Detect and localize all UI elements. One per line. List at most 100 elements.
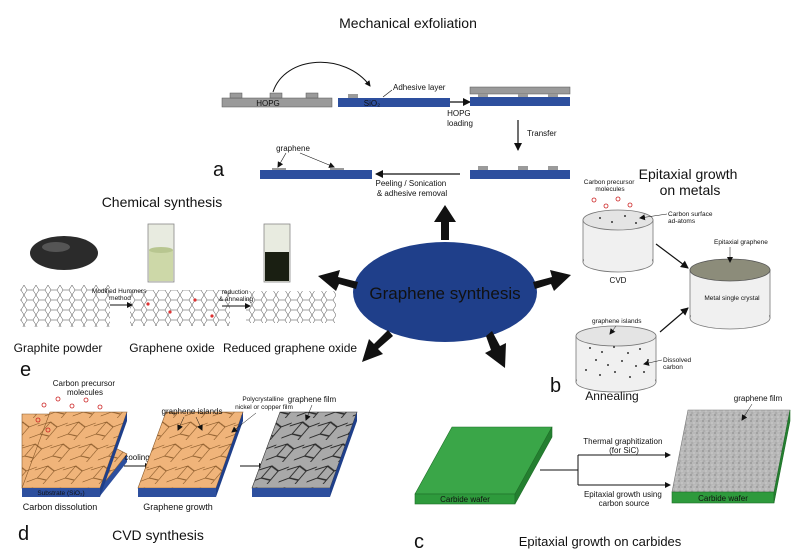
substrate-label: Substrate (SiO₂) [37, 490, 84, 497]
panel-letter-b: b [550, 375, 561, 397]
cvd-precursor-label: Carbon precursor molecules [53, 379, 117, 397]
metals-title: Epitaxial growth on metals [639, 166, 742, 198]
graphene-label: graphene [276, 144, 310, 153]
slab3-substrate-side [330, 412, 357, 497]
oxide-group [210, 314, 214, 318]
cvd-islands-pointer [195, 416, 203, 431]
annealing-cylinder-mask [577, 370, 655, 382]
precursor-molecule [615, 196, 621, 202]
chemical-title: Chemical synthesis [102, 194, 223, 210]
branch-arrows [318, 205, 571, 368]
annealing-label: Annealing [585, 389, 638, 403]
carbide-wafer-label-right: Carbide wafer [698, 494, 748, 503]
carbides-title: Epitaxial growth on carbides [519, 534, 682, 549]
arrow-to-metals [533, 270, 571, 291]
cvd-precursor-molecules [35, 396, 103, 433]
graphite-powder-pile [30, 236, 98, 270]
graphene-oxide-lattice [130, 290, 230, 326]
cvd-islands-pointer [177, 416, 185, 431]
reduction-label: reduction & annealing [219, 289, 254, 303]
hopg-label: HOPG [256, 99, 280, 108]
annealing-islands-label: graphene islands [592, 318, 642, 325]
carbide-wafer-top [414, 426, 553, 495]
cvd-film-pointer [305, 404, 313, 421]
transfer-label: Transfer [527, 129, 557, 138]
thermal-label: Thermal graphitization (for SiC) [583, 437, 664, 455]
carbide-film-pointer [741, 403, 753, 421]
cvd-section: Substrate (SiO₂) Carbon precursor molecu… [18, 379, 358, 545]
final-graphene-flake [330, 168, 344, 170]
surface-adatom [611, 221, 613, 223]
annealing-cylinder-top [575, 325, 657, 347]
final-graphene-flake [272, 168, 286, 170]
panel-letter-a: a [213, 159, 225, 181]
arrow-to-chemical [318, 270, 358, 291]
panel-letter-d: d [18, 523, 29, 545]
graphene-oxide-label: Graphene oxide [129, 341, 215, 355]
loaded-sio2-bar [470, 97, 570, 106]
cvd-title: CVD synthesis [112, 527, 204, 543]
hopg-bump [305, 92, 319, 99]
graphene-growth-label: Graphene growth [143, 502, 213, 512]
panel-letter-c: c [414, 531, 424, 553]
oxide-group [146, 302, 150, 306]
graphene-oxide-meniscus [149, 247, 173, 253]
carbides-section: Carbide wafer Thermal graphitization (fo… [414, 394, 791, 553]
polycrystalline-label: Polycrystalline nickel or copper film [235, 396, 293, 411]
center-ellipse [353, 242, 537, 342]
oxide-group [168, 310, 172, 314]
metal-crystal-top [689, 258, 771, 282]
sio2-bump [348, 94, 358, 98]
precursor-molecule [591, 197, 597, 203]
slab3-substrate [252, 488, 330, 497]
arrow-to-cvd [362, 330, 393, 362]
cvd-islands-label: graphene islands [162, 407, 223, 416]
slab3-top [251, 411, 358, 489]
slab2-substrate [138, 488, 216, 497]
hopg-bump [229, 92, 243, 99]
final-sio2-bar [260, 170, 372, 179]
chemical-section: Chemical synthesis Modified Hummers meth… [14, 194, 358, 381]
exfoliation-section: Mechanical exfoliation HOPG SiO₂ Adhesiv… [213, 15, 571, 198]
center-node: Graphene synthesis [353, 242, 537, 342]
surface-adatom [599, 217, 601, 219]
metals-precursor-label: Carbon precursor molecules [584, 179, 636, 193]
graphene-pointer [299, 152, 335, 168]
transferred-bump [478, 166, 488, 170]
surface-adatom [635, 222, 637, 224]
cvd-label: CVD [610, 276, 627, 285]
cvd-cylinder-mask [584, 250, 652, 262]
loaded-hopg-layer [469, 86, 571, 95]
panel-letter-e: e [20, 359, 31, 381]
arrow-to-carbides [485, 331, 506, 368]
adhesive-label: Adhesive layer [393, 83, 446, 92]
carbide-wafer-label-left: Carbide wafer [440, 495, 490, 504]
carbide-graphene-film-label: graphene film [734, 394, 783, 403]
adhesive-pointer [382, 89, 393, 98]
flip-arc-arrow [272, 61, 371, 93]
metal-crystal-label: Metal single crystal [704, 295, 760, 302]
slab2-top [137, 411, 244, 489]
metal-crystal-mask [691, 305, 769, 318]
dissolved-carbon-dots [585, 346, 649, 378]
precursor-molecule [603, 203, 609, 209]
cvd-film-label: graphene film [288, 395, 337, 404]
dissolved-pointer [643, 359, 663, 366]
dissolved-carbon-label: Dissolved carbon [663, 357, 693, 371]
graphene-wafer-side [773, 409, 791, 504]
loaded-bump [478, 94, 488, 97]
hummers-label: Modified Hummers method [92, 288, 148, 302]
graphene-oxide-liquid [149, 250, 173, 281]
epitaxial-label: Epitaxial growth using carbon source [584, 490, 664, 508]
hopg-bump [269, 92, 283, 99]
transferred-bump [548, 166, 558, 170]
carbide-wafer-side [514, 426, 553, 505]
rgo-label: Reduced graphene oxide [223, 341, 357, 355]
oxide-group [193, 298, 197, 302]
surface-adatom [624, 215, 626, 217]
slab2-substrate-side [216, 412, 243, 497]
polycrystalline-pointer [231, 412, 257, 433]
metals-section: Epitaxial growth on metals Carbon precur… [550, 166, 771, 403]
rgo-lattice [246, 291, 336, 323]
